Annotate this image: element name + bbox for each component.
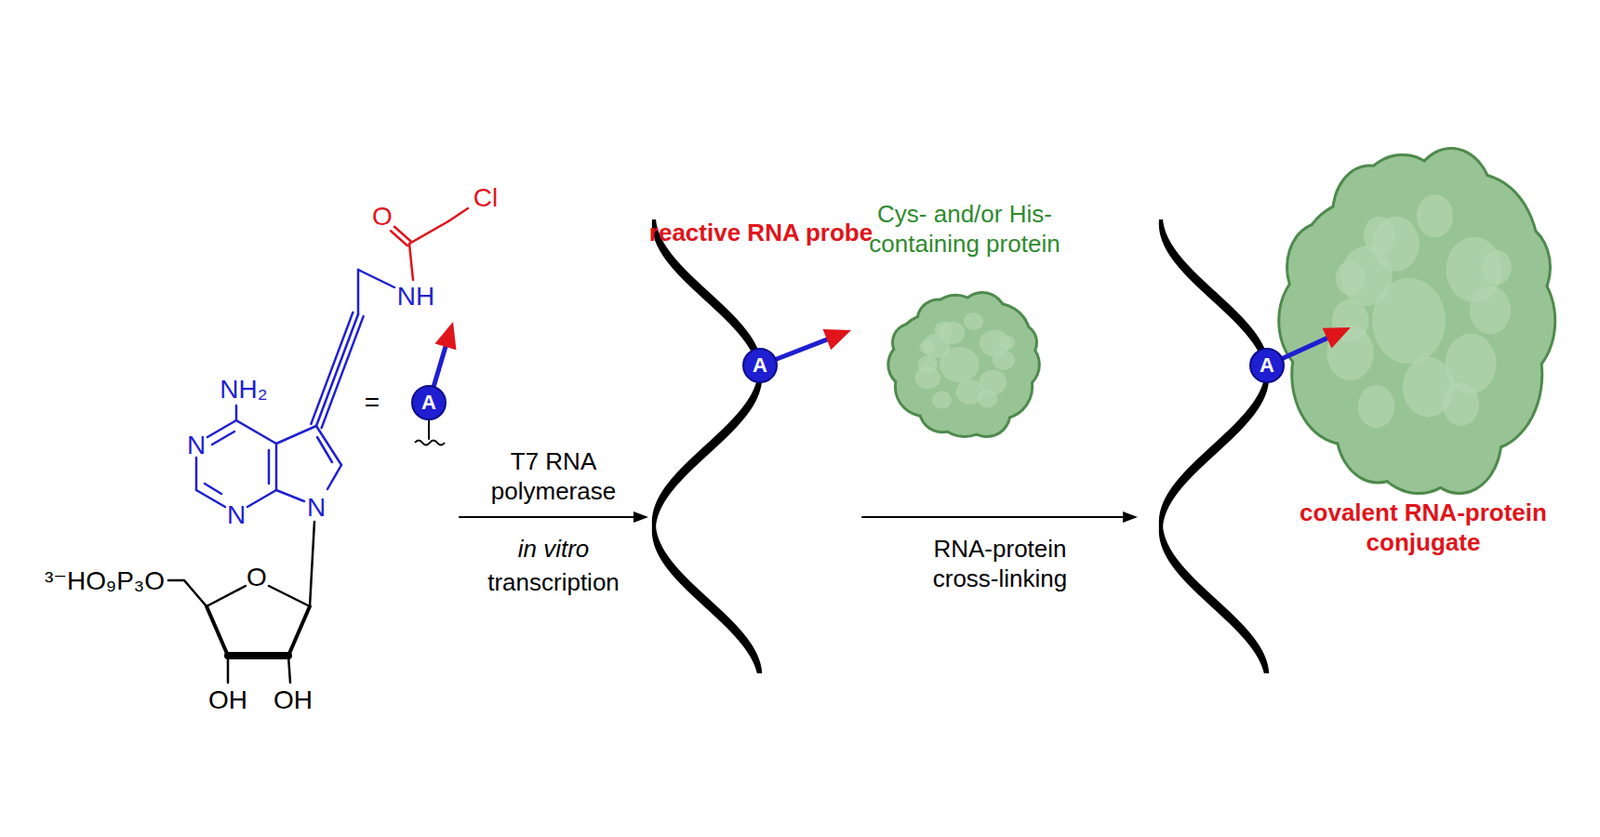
annotation: reactive RNA probe — [649, 217, 873, 249]
bond — [357, 269, 360, 315]
bond — [267, 450, 271, 484]
atom-label: = — [364, 386, 380, 419]
atom-label: O — [372, 200, 393, 233]
bond — [276, 426, 317, 444]
bond — [316, 426, 342, 466]
bond — [206, 606, 228, 656]
reaction-arrow — [862, 516, 1134, 519]
bond — [268, 586, 310, 607]
reactive-arrowhead — [823, 329, 852, 350]
nucleotide-letter: A — [1259, 355, 1275, 376]
bond — [226, 655, 230, 683]
rna-strand — [1159, 219, 1269, 674]
annotation: RNA-protein cross-linking — [914, 533, 1087, 595]
annotation: transcription — [487, 567, 620, 599]
bond — [448, 208, 468, 222]
bond — [168, 579, 185, 583]
protein-blob — [1277, 146, 1557, 495]
bond — [204, 483, 222, 494]
bond — [276, 490, 305, 502]
atom-label: N — [226, 498, 246, 532]
atom-label: O — [246, 560, 267, 594]
arrowhead — [633, 511, 649, 523]
bond — [247, 490, 277, 507]
annotation: in vitro — [518, 533, 590, 565]
bond — [358, 269, 395, 288]
nucleotide-letter: A — [421, 392, 437, 414]
bond — [227, 652, 289, 660]
atom-label: OH — [208, 683, 248, 717]
bond — [288, 606, 310, 656]
nucleotide-circle: A — [742, 347, 778, 384]
protein-blob — [886, 291, 1041, 439]
rna-strand — [652, 219, 762, 674]
atom-label: NH — [397, 280, 435, 313]
bond — [327, 465, 342, 490]
bond — [206, 586, 246, 607]
bond — [275, 443, 279, 491]
atom-label: OH — [273, 683, 313, 717]
reactive-arrowhead — [1322, 327, 1351, 349]
nucleotide-circle: A — [1249, 347, 1285, 384]
nucleotide-circle: A — [411, 385, 447, 421]
atom-label: N — [306, 491, 326, 524]
annotation: covalent RNA-protein conjugate — [1269, 497, 1577, 559]
bond — [236, 420, 277, 444]
annotation: Cys- and/or His- containing protein — [848, 199, 1081, 260]
bond — [409, 243, 414, 280]
double-bond — [390, 230, 408, 246]
bond — [212, 431, 235, 445]
bond — [317, 437, 333, 463]
bond — [409, 221, 449, 244]
reactive-arrowhead — [434, 321, 456, 350]
triple-bond — [321, 316, 364, 428]
bond — [235, 405, 239, 421]
reaction-arrow — [459, 516, 645, 519]
annotation: T7 RNA polymerase — [474, 446, 633, 507]
arrowhead — [1122, 511, 1138, 523]
atom-label: NH₂ — [219, 373, 267, 406]
bond — [207, 420, 237, 438]
triple-bond — [310, 312, 353, 425]
squiggle — [414, 440, 445, 446]
bond — [288, 655, 291, 683]
attachment-stem — [427, 420, 430, 440]
atom-label: Cl — [473, 181, 498, 214]
nucleotide-letter: A — [752, 355, 768, 376]
atom-label: N — [186, 428, 206, 462]
atom-label: ³⁻HO₉P₃O — [44, 564, 165, 598]
bond — [309, 521, 315, 607]
double-bond — [394, 226, 412, 242]
bond — [184, 580, 207, 607]
triple-bond — [316, 314, 359, 427]
bond — [195, 457, 199, 491]
